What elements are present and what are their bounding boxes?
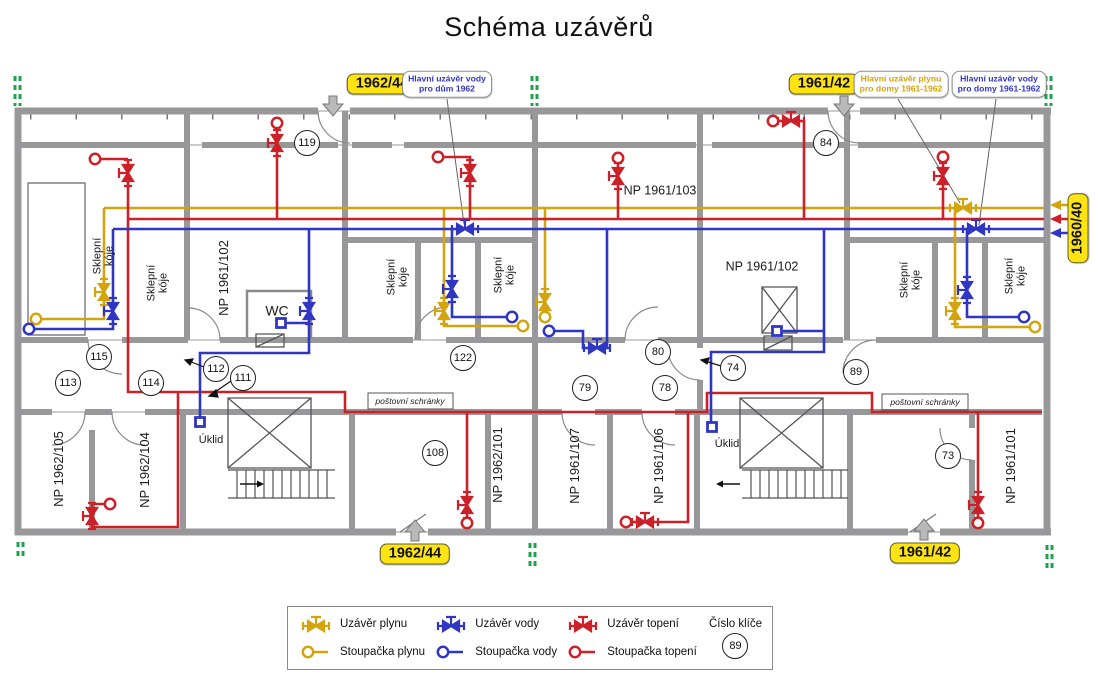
gas-valve-icon: [433, 296, 451, 326]
water-riser-icon: [22, 322, 36, 336]
heating-pipes: [90, 119, 1076, 529]
heat-riser-icon: [103, 497, 117, 511]
heat-riser-icon: [971, 516, 985, 530]
heat-valve-icon: [967, 490, 985, 520]
heat-valve-icon: [456, 490, 474, 520]
gas-riser-icon: [516, 319, 530, 333]
heat-valve-icon: [117, 158, 135, 188]
heat-riser-icon: [611, 151, 625, 165]
water-valve-icon: [961, 218, 991, 236]
gas-riser-icon: [1028, 320, 1042, 334]
water-connection-icon: [194, 416, 206, 428]
water-valve-icon: [298, 296, 316, 326]
water-riser-icon: [542, 324, 556, 338]
gas-riser-icon: [29, 312, 43, 326]
water-riser-icon: [1017, 310, 1031, 324]
heat-valve-icon: [630, 511, 660, 529]
water-connection-icon: [275, 317, 287, 329]
boundary-markers: [13, 76, 1054, 570]
heat-riser-icon: [431, 150, 445, 164]
callout-leaders: [446, 98, 997, 226]
mailbox-box: [367, 392, 969, 411]
heat-valve-icon: [932, 161, 950, 191]
gas-arrow: [1050, 200, 1061, 210]
heat-valve-icon: [776, 110, 806, 128]
storage-cage: [27, 182, 86, 336]
elevator-shaft: [227, 286, 824, 469]
heat-riser-icon: [88, 152, 102, 166]
heat-riser-icon: [766, 114, 780, 128]
gas-riser-icon: [538, 310, 552, 324]
heat-riser-icon: [270, 116, 284, 130]
heat-valve-icon: [459, 158, 477, 188]
heat-valve-icon: [266, 128, 284, 158]
gas-valve-icon: [944, 296, 962, 326]
water-valve-icon: [956, 275, 974, 305]
key-pointer-arrows: [183, 357, 722, 398]
heat-valve-icon: [607, 161, 625, 191]
gas-valve-icon: [948, 197, 978, 215]
water-valve-icon: [450, 218, 480, 236]
water-valve-icon: [102, 296, 120, 326]
water-connection-icon: [771, 325, 783, 337]
water-valve-icon: [441, 274, 459, 304]
gas-valve-icon: [93, 277, 111, 307]
heat-riser-icon: [936, 150, 950, 164]
walls: [14, 107, 1051, 536]
heat-riser-icon: [619, 515, 633, 529]
wc-room: [245, 289, 313, 338]
entrance-arrow: [321, 95, 936, 542]
water-connection-icon: [706, 421, 718, 433]
water-riser-icon: [505, 310, 519, 324]
staircase: [228, 469, 848, 499]
heat-riser-icon: [460, 516, 474, 530]
heat-valve-icon: [81, 501, 99, 531]
water-arrow: [1050, 228, 1061, 238]
water-valve-icon: [582, 337, 612, 355]
heat-arrow: [1050, 214, 1061, 224]
